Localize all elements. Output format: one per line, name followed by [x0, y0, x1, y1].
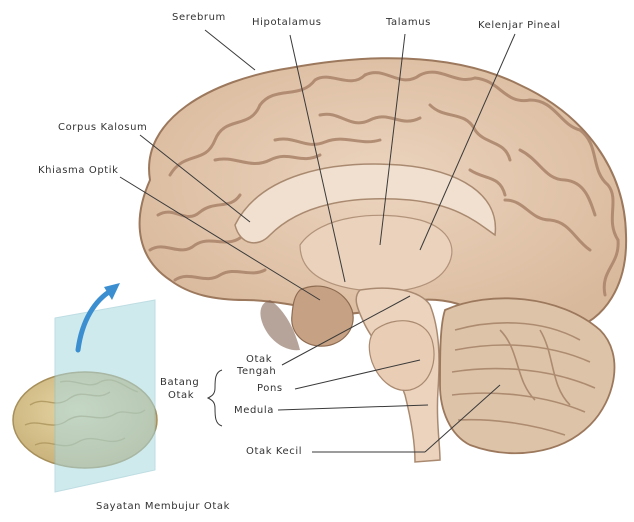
label-kelenjar-pineal: Kelenjar Pineal — [478, 20, 561, 31]
label-hipotalamus: Hipotalamus — [252, 17, 322, 28]
label-talamus: Talamus — [386, 17, 431, 28]
section-plane — [55, 300, 155, 492]
caption: Sayatan Membujur Otak — [96, 501, 230, 512]
label-otak-kecil: Otak Kecil — [246, 446, 302, 457]
label-medula: Medula — [234, 405, 274, 416]
label-batang: Batang — [160, 377, 199, 388]
pons-shape — [369, 321, 434, 391]
label-tengah: Tengah — [237, 366, 276, 377]
label-otak: Otak — [246, 354, 272, 365]
label-serebrum: Serebrum — [172, 12, 226, 23]
brainstem-brace — [208, 370, 222, 426]
label-corpus-kalosum: Corpus Kalosum — [58, 122, 147, 133]
cerebellum-shape — [440, 298, 614, 453]
label-batang-otak: Otak — [168, 390, 194, 401]
label-pons: Pons — [257, 383, 283, 394]
label-khiasma-optik: Khiasma Optik — [38, 165, 119, 176]
